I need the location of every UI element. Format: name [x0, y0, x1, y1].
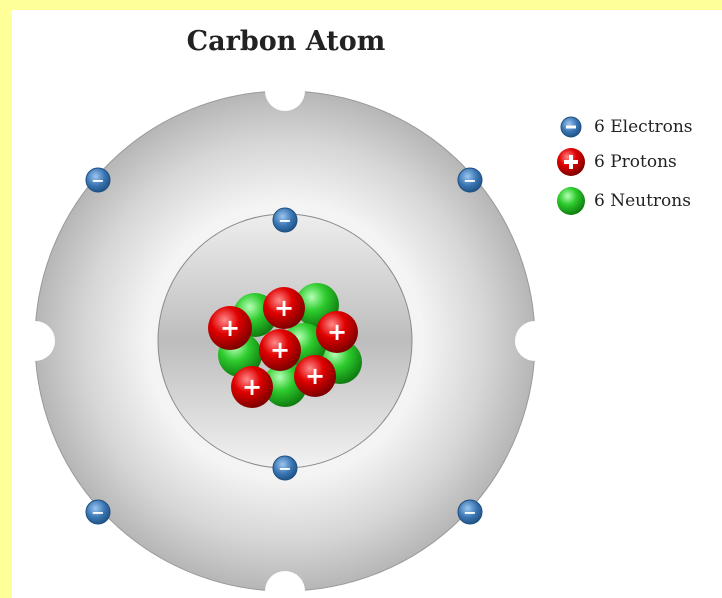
legend-label: 6 Protons [594, 152, 677, 172]
electron: − [457, 167, 483, 193]
electron: − [272, 207, 298, 233]
proton-icon [557, 148, 585, 176]
shell-notch-right [515, 321, 555, 361]
shell-notch-top [265, 71, 305, 111]
svg-text:−: − [278, 459, 291, 478]
proton: + [231, 366, 273, 408]
proton: + [259, 329, 301, 371]
svg-text:−: − [463, 503, 476, 522]
diagram-panel: + + + + + + [12, 10, 722, 598]
svg-text:−: − [91, 171, 104, 190]
svg-text:+: + [305, 362, 325, 390]
legend-item-electrons: 6 Electrons [556, 112, 716, 142]
carbon-atom-diagram: + + + + + + [15, 71, 555, 598]
proton: + [263, 287, 305, 329]
proton: + [294, 355, 336, 397]
legend-item-neutrons: 6 Neutrons [556, 186, 716, 216]
shell-notch-left [15, 321, 55, 361]
electron: − [272, 455, 298, 481]
nucleus: + + + + + + [208, 283, 362, 408]
svg-text:−: − [91, 503, 104, 522]
legend-item-protons: 6 Protons [556, 147, 716, 177]
svg-text:+: + [220, 314, 240, 342]
shell-notch-bottom [265, 571, 305, 598]
legend-label: 6 Neutrons [594, 191, 691, 211]
svg-text:+: + [274, 294, 294, 322]
electron: − [85, 499, 111, 525]
electron: − [457, 499, 483, 525]
svg-text:+: + [242, 373, 262, 401]
proton: + [208, 306, 252, 350]
diagram-title: Carbon Atom [186, 26, 386, 57]
svg-text:+: + [327, 318, 347, 346]
proton: + [316, 311, 358, 353]
svg-text:−: − [463, 171, 476, 190]
electron-icon [560, 116, 582, 138]
neutron-icon [557, 187, 585, 215]
svg-text:+: + [270, 336, 290, 364]
svg-text:−: − [278, 211, 291, 230]
legend-label: 6 Electrons [594, 117, 693, 137]
electron: − [85, 167, 111, 193]
